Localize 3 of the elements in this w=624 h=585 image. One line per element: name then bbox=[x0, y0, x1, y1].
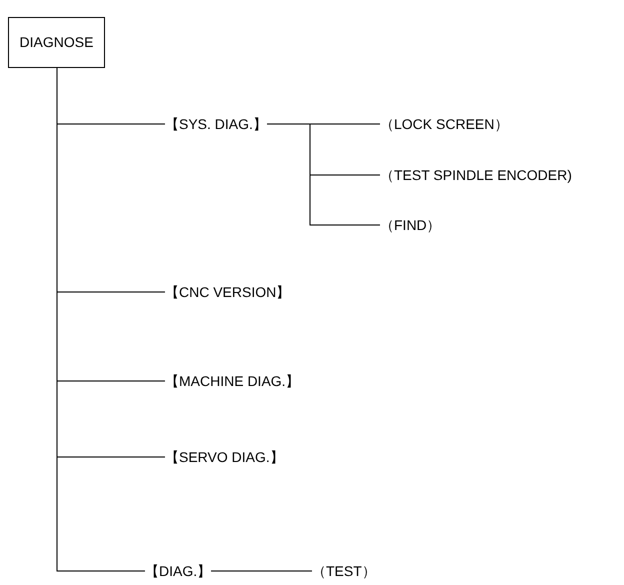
root-box: DIAGNOSE bbox=[8, 17, 105, 68]
connector-line bbox=[210, 570, 312, 572]
connector-line bbox=[266, 124, 380, 226]
